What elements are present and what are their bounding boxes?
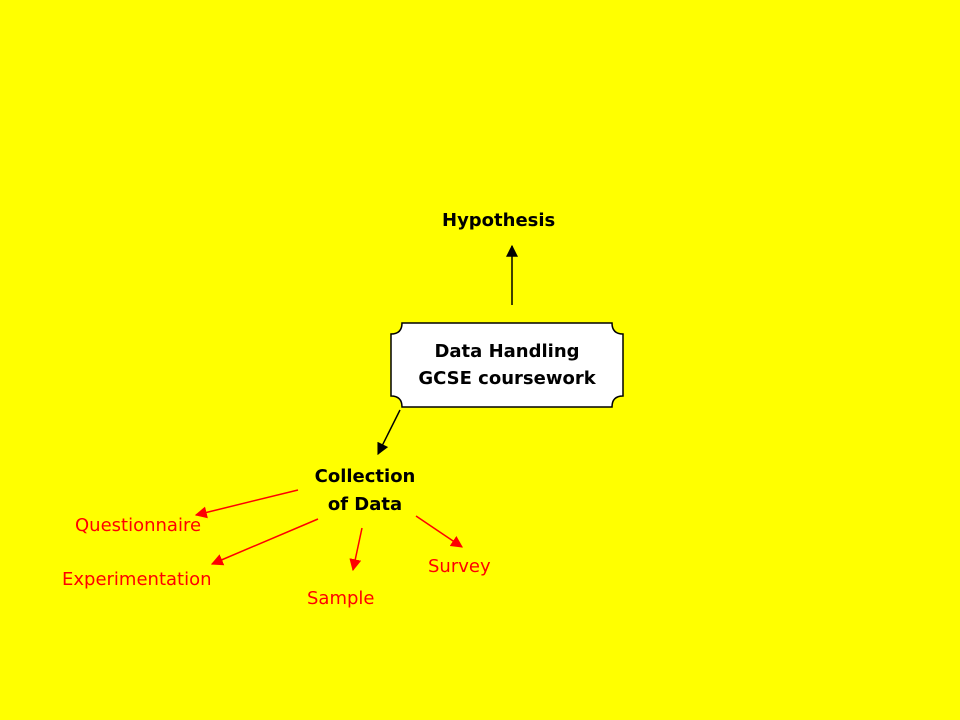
central-topic-line-2: GCSE coursework bbox=[418, 368, 596, 389]
questionnaire-label: Questionnaire bbox=[75, 515, 202, 536]
central-topic-text: Data Handling GCSE coursework bbox=[390, 338, 624, 392]
experimentation-label: Experimentation bbox=[62, 569, 212, 590]
central-topic-box: Data Handling GCSE coursework bbox=[390, 322, 624, 408]
survey-label: Survey bbox=[428, 556, 491, 577]
arrow-to-sample bbox=[349, 527, 363, 572]
arrow-to-survey bbox=[415, 515, 463, 548]
arrow-to-experimentation bbox=[210, 518, 319, 566]
collection-line-2: of Data bbox=[327, 494, 403, 515]
central-topic-line-1: Data Handling bbox=[434, 341, 580, 362]
central-box-shape bbox=[390, 322, 624, 408]
collection-line-1: Collection bbox=[314, 466, 416, 487]
sample-label: Sample bbox=[307, 588, 375, 609]
arrow-to-questionnaire bbox=[194, 489, 299, 519]
hypothesis-label: Hypothesis bbox=[442, 210, 556, 231]
arrow-to-collection bbox=[377, 409, 401, 456]
collection-of-data-label: Collection of Data bbox=[290, 463, 440, 519]
